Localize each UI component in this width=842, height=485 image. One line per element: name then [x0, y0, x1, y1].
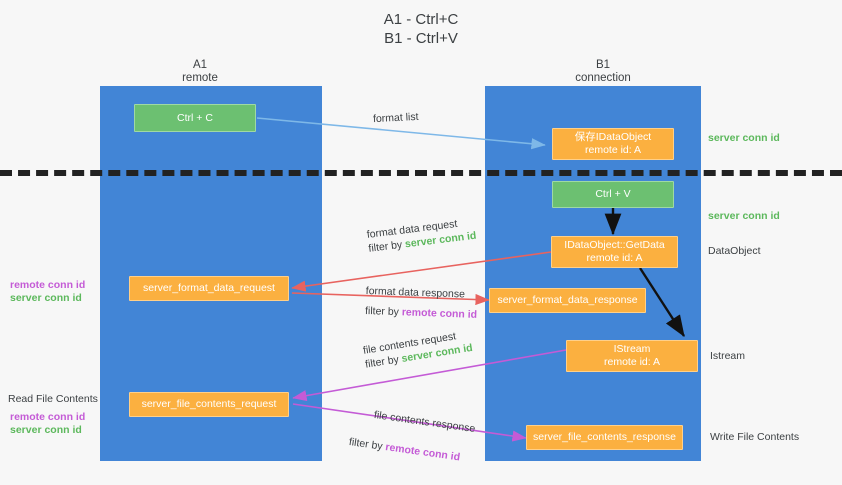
edge-label-format-data-response-filter: filter by remote conn id	[365, 304, 477, 322]
node-ctrl-v-label: Ctrl + V	[595, 188, 631, 200]
node-save-idataobject[interactable]: 保存IDataObject remote id: A	[552, 128, 674, 160]
node-idataobject-getdata-label: IDataObject::GetData	[564, 239, 665, 251]
lane-header-b1: B1 connection	[528, 59, 678, 85]
node-istream[interactable]: IStream remote id: A	[566, 340, 698, 372]
node-istream-label: IStream	[613, 343, 651, 355]
node-server-format-data-request[interactable]: server_format_data_request	[129, 276, 289, 301]
title-line-1: A1 - Ctrl+C	[383, 11, 459, 28]
title-line-2: B1 - Ctrl+V	[384, 30, 458, 47]
node-save-idataobject-remote-id: remote id: A	[584, 144, 642, 156]
node-server-file-contents-request-label: server_file_contents_request	[141, 398, 277, 410]
edge-label-format-data-response-text: format data response	[365, 284, 466, 301]
edge-label-file-contents-request: file contents request filter by server c…	[362, 327, 474, 372]
annotation-right-server-conn-id-1: server conn id	[708, 132, 780, 144]
node-server-file-contents-response[interactable]: server_file_contents_response	[526, 425, 683, 450]
annotation-left-read-file-contents: Read File Contents	[8, 393, 98, 405]
annotation-left-remote-conn-id-2: remote conn id	[10, 411, 86, 423]
annotation-right-write-file-contents: Write File Contents	[710, 431, 800, 443]
edge-label-format-list: format list	[372, 110, 419, 126]
annotation-left-server-conn-id-1: server conn id	[10, 292, 82, 304]
edge-label-format-data-response: format data response filter by remote co…	[365, 284, 478, 322]
remote-conn-id-text-2: remote conn id	[384, 441, 461, 464]
lane-header-a1: A1 remote	[125, 59, 275, 85]
lane-a1-subtitle: remote	[182, 72, 218, 84]
node-save-idataobject-label: 保存IDataObject	[574, 131, 652, 143]
node-idataobject-getdata-remote-id: remote id: A	[586, 252, 643, 264]
annotation-left-remote-conn-id-1: remote conn id	[10, 279, 86, 291]
edge-label-file-contents-response-text: file contents response	[373, 408, 477, 436]
annotation-right-server-conn-id-2: server conn id	[708, 210, 780, 222]
phase-divider	[0, 170, 842, 176]
remote-conn-id-text: remote conn id	[401, 306, 478, 321]
filter-by-text: filter by	[367, 238, 406, 255]
annotation-left-server-conn-id-2: server conn id	[10, 424, 82, 436]
edge-label-format-data-request: format data request filter by server con…	[366, 215, 477, 256]
page-title: A1 - Ctrl+C B1 - Ctrl+V	[0, 10, 842, 48]
node-server-format-data-response-label: server_format_data_response	[497, 294, 638, 306]
node-server-file-contents-request[interactable]: server_file_contents_request	[129, 392, 289, 417]
node-ctrl-c[interactable]: Ctrl + C	[134, 104, 256, 132]
annotation-right-istream: Istream	[710, 350, 746, 362]
node-istream-remote-id: remote id: A	[603, 356, 661, 368]
node-server-file-contents-response-label: server_file_contents_response	[532, 431, 676, 443]
lane-b1-name: B1	[595, 59, 611, 71]
filter-by-text-2: filter by	[364, 304, 403, 319]
edge-label-file-contents-response: file contents response	[373, 408, 476, 436]
edge-label-file-contents-response-filter: filter by remote conn id	[348, 435, 461, 464]
node-server-format-data-response[interactable]: server_format_data_response	[489, 288, 646, 313]
annotation-right-dataobject: DataObject	[708, 245, 761, 257]
filter-by-text-4: filter by	[348, 435, 387, 453]
lane-b1-subtitle: connection	[575, 72, 631, 84]
lane-a1-name: A1	[192, 59, 208, 71]
node-ctrl-v[interactable]: Ctrl + V	[552, 181, 674, 208]
node-ctrl-c-label: Ctrl + C	[177, 111, 213, 124]
node-server-format-data-request-label: server_format_data_request	[143, 282, 275, 294]
node-idataobject-getdata[interactable]: IDataObject::GetData remote id: A	[551, 236, 678, 268]
